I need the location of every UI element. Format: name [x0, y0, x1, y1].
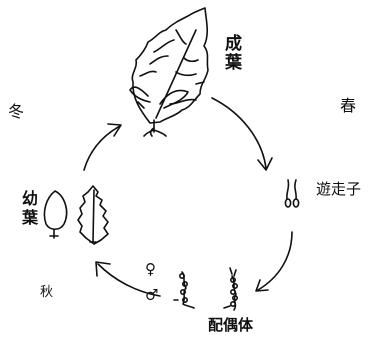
juvenile-blade-serrated: [77, 185, 109, 245]
gametophyte-female: [173, 271, 195, 309]
arrow-juvenile-to-adult: [83, 123, 122, 171]
label-male-symbol: ♂: [145, 286, 159, 304]
label-juvenile-blade: 幼葉: [19, 190, 38, 228]
label-gametophyte: 配偶体: [208, 316, 254, 334]
zoospore-2: [292, 179, 300, 208]
adult-holdfast: [143, 119, 167, 137]
label-adult-blade: 成葉: [221, 34, 241, 72]
arrow-gametophyte-to-gametes: [95, 261, 161, 297]
label-female-symbol: ♀: [145, 260, 156, 278]
juvenile-blade-oval: [43, 190, 68, 239]
adult-blade: [129, 7, 209, 124]
label-autumn: 秋: [40, 285, 54, 300]
label-winter: 冬: [8, 102, 25, 121]
label-spring: 春: [340, 96, 357, 115]
gametophyte-male: [223, 267, 239, 311]
arrow-zoospore-to-gametophyte: [255, 231, 293, 292]
label-zoospore: 遊走子: [316, 180, 362, 198]
zoospore-1: [284, 179, 292, 208]
arrow-adult-to-zoospore: [211, 97, 273, 171]
